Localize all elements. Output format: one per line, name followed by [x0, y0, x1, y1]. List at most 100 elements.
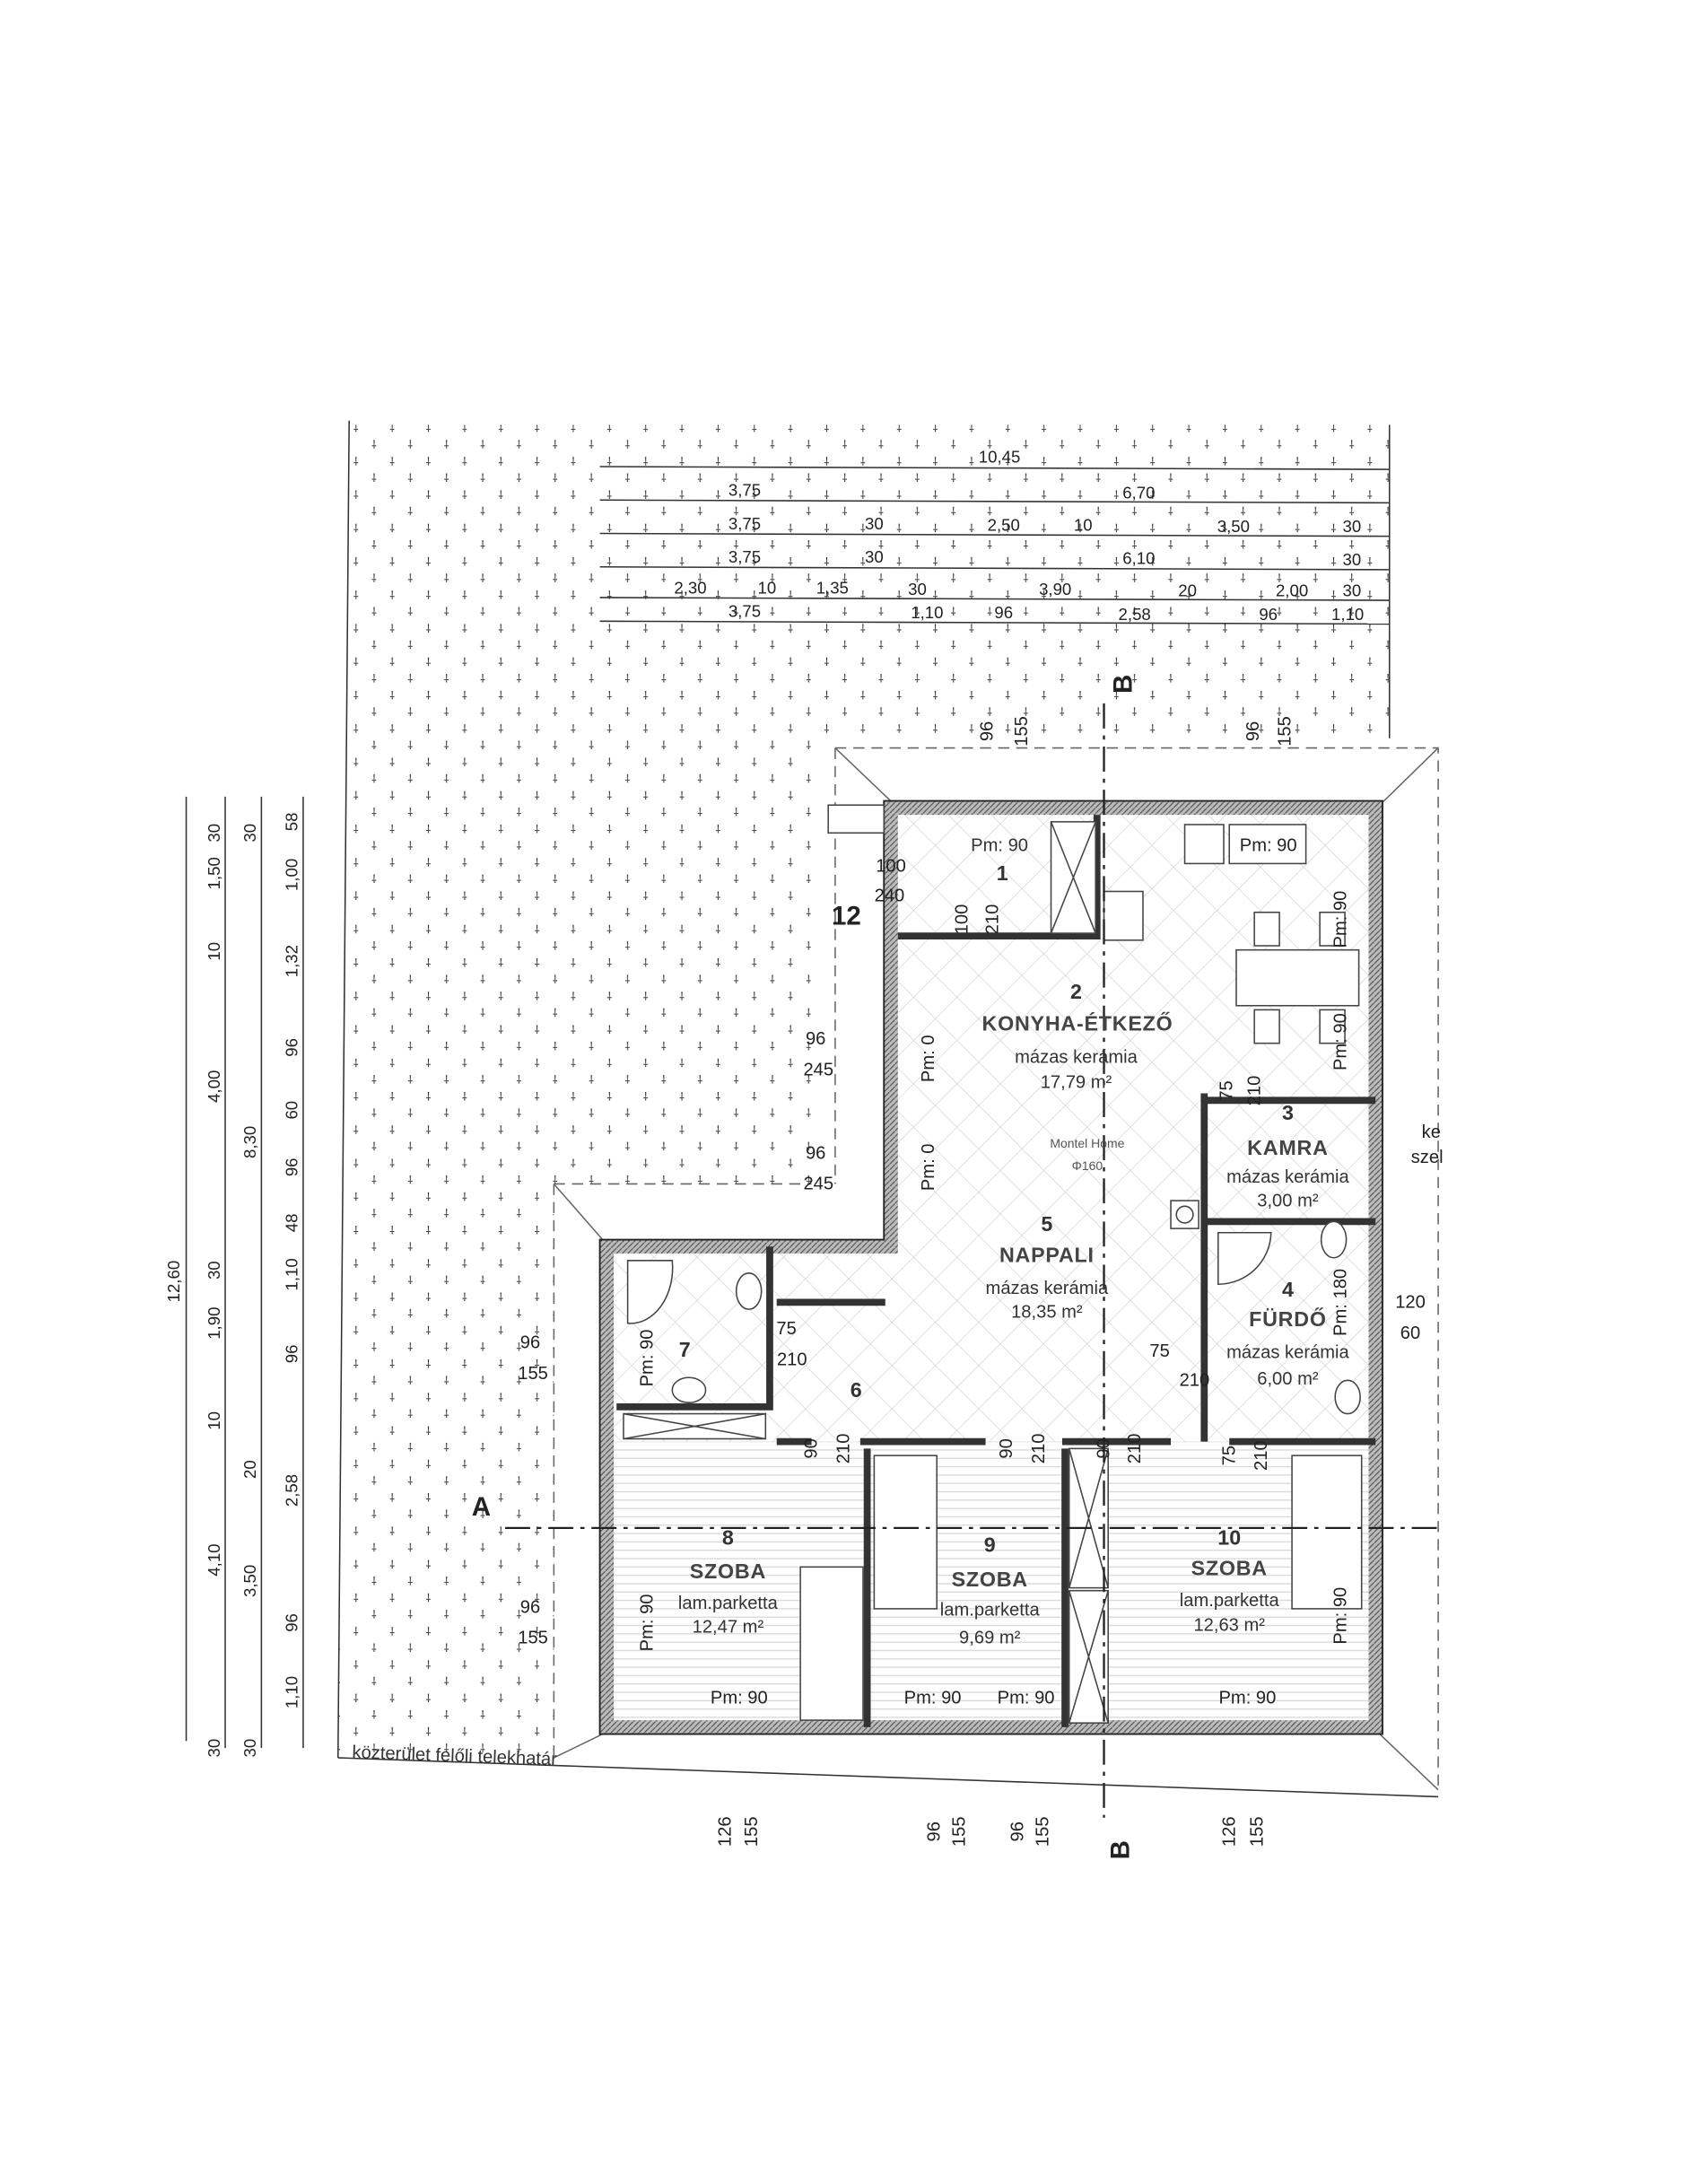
- plan-label: 30: [1342, 581, 1361, 599]
- plan-label: 75: [776, 1319, 796, 1339]
- room-labels: 1 Pm: 90 12 2 KONYHA-ÉTKEZŐ mázas kerámi…: [678, 835, 1350, 1647]
- plan-label: Pm: 90: [638, 1594, 658, 1651]
- plan-label: 1,32: [283, 945, 301, 977]
- room-2-number: 2: [1070, 980, 1082, 1003]
- plan-label: 6,70: [1122, 484, 1155, 502]
- plan-label: 3,75: [728, 514, 761, 533]
- plan-label: 245: [803, 1060, 833, 1079]
- plan-label: FÜRDŐ: [1249, 1306, 1327, 1331]
- plan-label: Pm: 90: [1331, 1587, 1351, 1645]
- plan-label: 210: [1125, 1434, 1145, 1464]
- plan-label: 210: [1252, 1440, 1271, 1471]
- plan-label: 155: [518, 1364, 548, 1384]
- plan-label: 30: [205, 1261, 223, 1280]
- plan-label: Pm: 90: [1218, 1688, 1276, 1708]
- plan-label: 210: [777, 1350, 807, 1369]
- plan-label: szel: [1411, 1148, 1444, 1167]
- exterior-walls-outline: [598, 799, 1383, 1735]
- plan-label: 120: [1395, 1293, 1426, 1313]
- plan-label: 96: [283, 1158, 301, 1176]
- plan-label: 126: [1219, 1816, 1239, 1847]
- plan-label: 10,45: [979, 447, 1021, 466]
- plan-label: 210: [1244, 1076, 1264, 1106]
- plan-label: 30: [865, 514, 884, 533]
- plan-label: 8,30: [240, 1126, 259, 1158]
- section-a-label: A: [472, 1492, 491, 1522]
- plan-label: 96: [520, 1598, 540, 1618]
- plan-label: 60: [1400, 1324, 1420, 1343]
- plan-label: mázas kerámia: [1015, 1047, 1138, 1067]
- room-12-number: 12: [832, 902, 861, 931]
- plan-label: Pm: 90: [1331, 1013, 1351, 1070]
- plan-label: 96: [1243, 721, 1263, 741]
- plan-label: 9: [984, 1533, 996, 1556]
- plan-label: 75: [1149, 1341, 1169, 1361]
- plan-label: 7: [679, 1338, 691, 1361]
- plan-label: 155: [1012, 716, 1032, 747]
- plan-label: 4: [1282, 1278, 1294, 1301]
- plan-label: 155: [518, 1629, 548, 1648]
- plan-label: 9,69 m²: [959, 1629, 1021, 1648]
- interior-walls: [616, 815, 1376, 1727]
- plan-label: 245: [803, 1175, 833, 1194]
- plot-boundary-bottom: [337, 1757, 1439, 1798]
- plan-label: 8: [722, 1525, 734, 1549]
- plan-label: 100: [876, 857, 906, 877]
- plan-label: Pm: 90: [971, 835, 1028, 855]
- plan-label: 96: [283, 1613, 301, 1632]
- plan-label: 155: [949, 1816, 969, 1847]
- plan-label: 2,58: [1119, 605, 1151, 624]
- plan-label: 30: [908, 580, 927, 598]
- plan-label: 90: [997, 1438, 1016, 1458]
- plan-label: 96: [520, 1333, 540, 1353]
- plan-label: 6,10: [1122, 549, 1155, 568]
- plan-label: 12,63 m²: [1193, 1616, 1265, 1636]
- plan-label: 1,50: [205, 857, 223, 889]
- plan-label: 30: [240, 1739, 259, 1758]
- plan-label: 12,60: [164, 1261, 183, 1303]
- plan-label: 58: [283, 813, 301, 832]
- plan-label: 96: [806, 1144, 825, 1164]
- plan-label: 1,10: [283, 1258, 301, 1290]
- plan-label: Pm: 90: [711, 1688, 768, 1708]
- plan-label: 60: [283, 1101, 301, 1120]
- plan-label: Pm: 0: [919, 1035, 938, 1082]
- plan-label: 30: [1342, 550, 1361, 569]
- plan-label: 155: [1033, 1816, 1052, 1847]
- plan-label: 96: [283, 1038, 301, 1057]
- section-b-label-top: B: [1109, 675, 1138, 694]
- plan-label: 2,50: [988, 515, 1020, 534]
- plan-label: 10: [205, 1411, 223, 1430]
- plan-label: lam.parketta: [678, 1594, 779, 1613]
- plan-label: mázas kerámia: [986, 1279, 1109, 1298]
- plan-label: Pm: 90: [1331, 891, 1351, 948]
- plan-label: 1,10: [1331, 605, 1364, 624]
- plan-label: 30: [205, 1739, 223, 1758]
- plan-label: 100: [952, 904, 972, 935]
- top-dimension-lines: [599, 466, 1390, 625]
- plan-label: 10: [1217, 1525, 1241, 1549]
- plan-label: 3,75: [728, 602, 761, 621]
- plan-label: 90: [1095, 1438, 1114, 1458]
- plan-label: 30: [240, 824, 259, 843]
- plan-label: Pm: 180: [1331, 1269, 1351, 1336]
- plan-label: Φ160: [1072, 1158, 1103, 1173]
- plan-label: 20: [1178, 581, 1197, 599]
- exterior-walls: [599, 800, 1383, 1734]
- plan-label: 75: [1217, 1080, 1236, 1100]
- section-b-label-bottom: B: [1105, 1840, 1135, 1859]
- plan-label: 3,75: [728, 481, 761, 500]
- room-2-name: KONYHA-ÉTKEZŐ: [982, 1011, 1173, 1035]
- plan-label: 10: [758, 578, 777, 597]
- floor-parquet: [606, 1441, 1376, 1727]
- plan-label: SZOBA: [1191, 1557, 1268, 1580]
- plan-label: 18,35 m²: [1011, 1302, 1083, 1322]
- plan-label: mázas kerámia: [1226, 1167, 1349, 1187]
- plan-label: 10: [1074, 515, 1093, 534]
- plan-label: 96: [806, 1029, 825, 1049]
- plan-label: 10: [205, 942, 223, 961]
- plan-label: 4,00: [205, 1070, 223, 1103]
- plan-label: 2,58: [283, 1474, 301, 1507]
- plan-label: mázas kerámia: [1226, 1342, 1349, 1362]
